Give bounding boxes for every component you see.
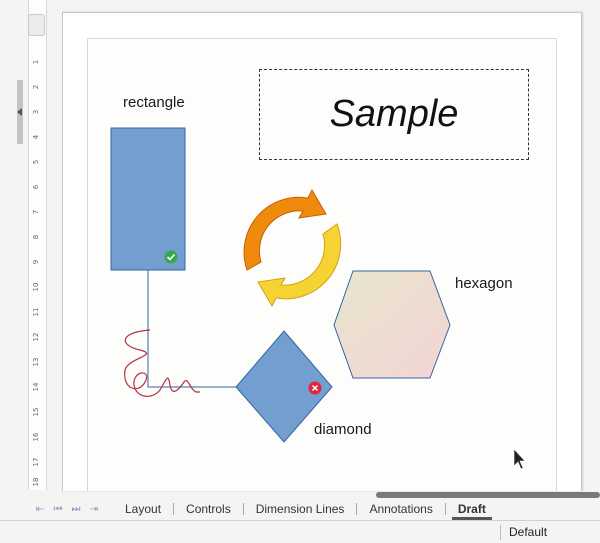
- layer-tab-bar: ⇤ ⏮ ⏭ ⇥ Layout Controls Dimension Lines …: [0, 498, 600, 520]
- diamond-shape[interactable]: [235, 330, 333, 443]
- horizontal-scrollbar[interactable]: [376, 492, 600, 498]
- connector-line[interactable]: [147, 270, 236, 388]
- rectangle-label[interactable]: rectangle: [123, 94, 185, 111]
- check-circle-icon: [164, 250, 178, 264]
- ruler-collapse-handle[interactable]: [17, 80, 23, 144]
- tab-separator: [356, 503, 358, 515]
- diamond-label[interactable]: diamond: [314, 421, 372, 438]
- tab-draft[interactable]: Draft: [446, 498, 498, 520]
- hexagon-label[interactable]: hexagon: [455, 275, 513, 292]
- tab-controls[interactable]: Controls: [186, 502, 231, 516]
- tab-separator: [242, 503, 244, 515]
- previous-tab-icon[interactable]: ⏮: [53, 503, 63, 515]
- ruler-strip: [28, 0, 47, 490]
- freehand-curve[interactable]: [124, 329, 200, 397]
- status-bar: Default: [0, 520, 600, 543]
- tab-annotations[interactable]: Annotations: [369, 502, 433, 516]
- rectangle-shape[interactable]: [110, 127, 186, 271]
- sample-text-box[interactable]: Sample: [259, 69, 529, 160]
- cycle-arrows-icon[interactable]: [243, 188, 342, 308]
- ruler-top-button[interactable]: [28, 14, 45, 36]
- tab-separator: [173, 503, 175, 515]
- x-circle-icon: [308, 381, 322, 395]
- next-tab-icon[interactable]: ⏭: [71, 503, 81, 515]
- tab-layout[interactable]: Layout: [125, 502, 162, 516]
- tab-navigation: ⇤ ⏮ ⏭ ⇥: [0, 504, 113, 515]
- tab-separator: [444, 503, 446, 515]
- last-tab-icon[interactable]: ⇥: [89, 503, 99, 515]
- hexagon-shape[interactable]: [333, 270, 451, 379]
- mouse-pointer-icon: [513, 448, 526, 470]
- vertical-ruler[interactable]: 1 2 3 4 5 6 7 8 9 10 11 12 13 14 15 16 1…: [0, 0, 47, 490]
- first-tab-icon[interactable]: ⇤: [35, 503, 45, 515]
- status-separator: [500, 525, 501, 540]
- drawing-layer: [110, 127, 526, 470]
- tab-dimension-lines[interactable]: Dimension Lines: [255, 502, 345, 516]
- page-style-status[interactable]: Default: [509, 525, 548, 539]
- sample-text[interactable]: Sample: [329, 93, 459, 135]
